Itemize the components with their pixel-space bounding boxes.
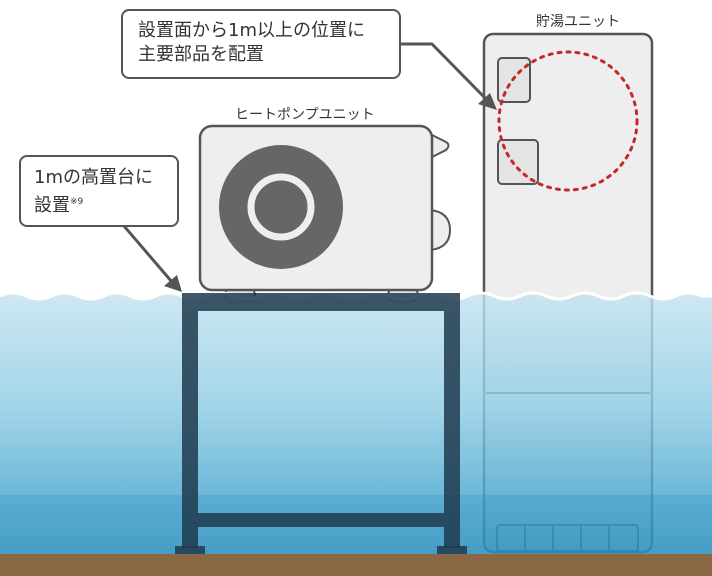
storage-unit-label: 貯湯ユニット bbox=[536, 14, 620, 30]
flood-water bbox=[0, 293, 712, 554]
fan-icon bbox=[219, 145, 343, 269]
ground bbox=[0, 554, 712, 576]
left-callout-box bbox=[19, 155, 179, 227]
left-callout-line2-text: 設置 bbox=[34, 195, 70, 216]
left-callout-text: 1mの高置台に 設置※9 bbox=[34, 166, 153, 218]
left-callout-arrow bbox=[122, 225, 182, 292]
top-callout-arrow bbox=[400, 42, 497, 110]
main-parts-zone-circle bbox=[497, 50, 639, 192]
raised-stand bbox=[175, 293, 467, 554]
top-callout-line1: 設置面から1m以上の位置に bbox=[138, 20, 365, 41]
left-callout-line1: 1mの高置台に bbox=[34, 167, 153, 188]
top-callout-line2: 主要部品を配置 bbox=[138, 44, 264, 65]
top-callout-text: 設置面から1m以上の位置に 主要部品を配置 bbox=[138, 19, 365, 67]
footnote-marker: ※9 bbox=[70, 197, 84, 207]
heat-pump-unit bbox=[198, 124, 452, 303]
heat-pump-unit-label: ヒートポンプユニット bbox=[235, 107, 375, 123]
left-callout-line2: 設置※9 bbox=[34, 190, 153, 218]
